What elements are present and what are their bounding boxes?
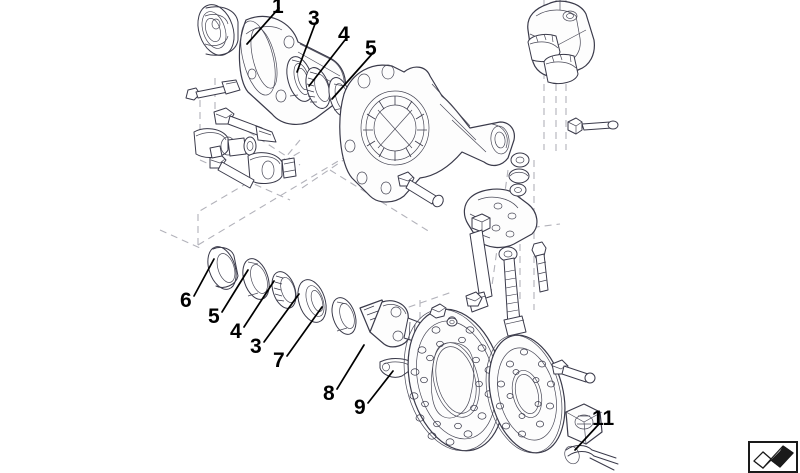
wheel-flange-rear	[485, 334, 566, 454]
callout-9: 9	[354, 396, 366, 419]
callout-4-bottom: 4	[230, 320, 242, 343]
manufacturer-logo	[748, 441, 798, 473]
spacer-ring-6	[207, 246, 239, 290]
callout-11: 11	[592, 407, 615, 430]
sensor-bracket-hardware	[185, 79, 297, 189]
axle-hex-nut	[565, 403, 603, 445]
bearing-outer-race-top	[286, 56, 314, 102]
callout-8: 8	[323, 382, 335, 405]
small-fasteners-lower	[429, 291, 596, 384]
hex-bolt-long-center	[498, 246, 527, 337]
hex-bolt-center-lower	[397, 171, 444, 208]
callout-4-top: 4	[338, 23, 350, 46]
hex-bolt-right-upper	[567, 117, 619, 135]
chevron-arrow-icon	[753, 445, 794, 469]
callout-5-top: 5	[365, 37, 377, 60]
hex-bolt-long-left	[467, 213, 493, 313]
callout-3-bottom: 3	[250, 335, 262, 358]
hex-bolt-short-right	[531, 241, 549, 293]
fork-spacer-block-upper	[527, 33, 561, 63]
hub-cap-assembly	[197, 4, 239, 56]
brake-disc-front	[403, 308, 505, 452]
callout-5-bottom: 5	[208, 305, 220, 328]
callout-leader-lines	[193, 7, 600, 451]
spring-washer-stack-right	[508, 152, 530, 197]
seal-ring-5	[242, 258, 270, 300]
fork-spacer-block-lower	[543, 53, 579, 85]
tapered-roller-bearing-4	[271, 271, 297, 309]
callout-1: 1	[272, 0, 284, 18]
retaining-spring-clip	[564, 445, 619, 471]
bearing-outer-race-3	[297, 279, 327, 323]
callout-3-top: 3	[308, 7, 320, 30]
fork-leg-housing	[339, 64, 515, 203]
shim-washer-7	[331, 297, 357, 335]
callout-6: 6	[180, 289, 192, 312]
callout-7: 7	[273, 349, 285, 372]
